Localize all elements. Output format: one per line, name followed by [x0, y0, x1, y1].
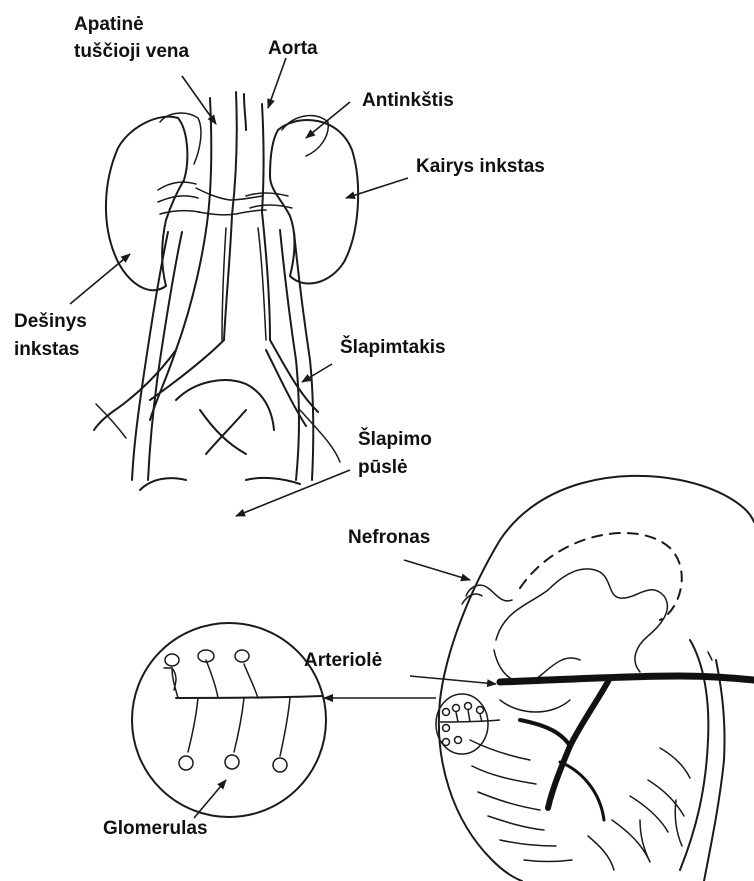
label-nefronas: Nefronas	[348, 526, 430, 549]
urinary-tract-drawing	[94, 92, 358, 490]
kidney-outer-contour	[500, 476, 754, 540]
bladder-shape	[176, 380, 274, 430]
arrow-arteriole	[410, 676, 496, 684]
arrow-desinys	[70, 254, 130, 304]
magnified-circle	[132, 623, 326, 817]
label-slapimo-line2: pūslė	[358, 456, 408, 479]
arrow-slapimtakis	[302, 364, 332, 382]
arrow-slapimo	[236, 470, 350, 516]
label-arteriole: Arteriolė	[304, 649, 382, 672]
label-apatine-line2: tuščioji vena	[74, 40, 189, 63]
label-kairys-inkstas: Kairys inkstas	[416, 155, 545, 178]
label-slapimo-line1: Šlapimo	[358, 428, 432, 451]
glomeruli-dots	[440, 703, 500, 746]
label-aorta: Aorta	[268, 37, 318, 60]
label-glomerulas: Glomerulas	[103, 817, 208, 840]
label-desinys-line2: inkstas	[14, 338, 79, 361]
label-apatine-line1: Apatinė	[74, 13, 144, 36]
label-antinkstis: Antinkštis	[362, 89, 454, 112]
magnified-glomerulus	[132, 623, 326, 817]
arrow-glomerulas	[194, 780, 226, 818]
arrow-nefronas	[404, 560, 470, 580]
label-slapimtakis: Šlapimtakis	[340, 336, 446, 359]
arrow-aorta	[268, 58, 286, 108]
arrow-kairys	[346, 178, 408, 198]
kidney-cross-section	[436, 476, 754, 881]
left-ureter-shape	[280, 230, 299, 480]
label-desinys-line1: Dešinys	[14, 310, 87, 333]
